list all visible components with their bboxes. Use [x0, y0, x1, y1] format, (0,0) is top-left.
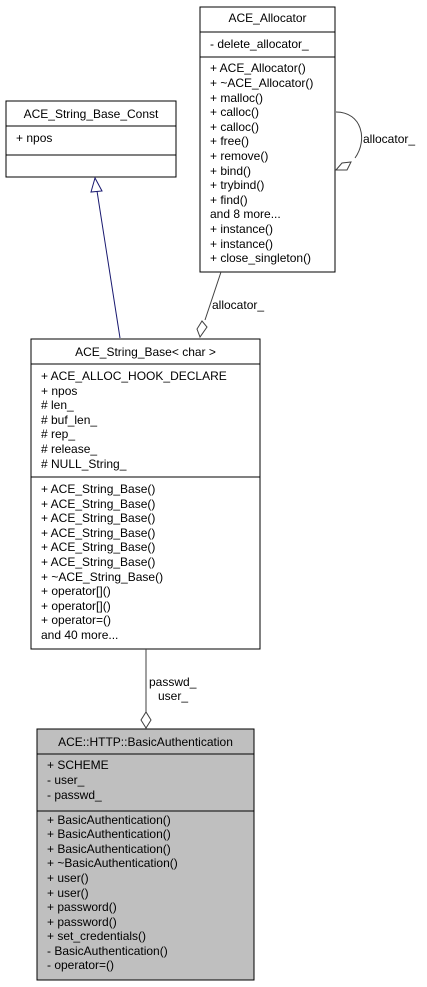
- method: + ACE_String_Base(): [41, 511, 155, 525]
- method: + ACE_Allocator(): [210, 61, 306, 75]
- attribute: # NULL_String_: [41, 457, 127, 471]
- attribute: # len_: [41, 398, 74, 412]
- method: + user(): [47, 871, 89, 885]
- class-title: ACE_Allocator: [228, 11, 306, 25]
- method: + ACE_String_Base(): [41, 526, 155, 540]
- method: + BasicAuthentication(): [47, 813, 171, 827]
- class-box-ace-string-base-const[interactable]: ACE_String_Base_Const + npos: [5, 100, 177, 178]
- method: + ACE_String_Base(): [41, 540, 155, 554]
- method: + free(): [210, 134, 249, 148]
- edge-label: user_: [158, 689, 188, 703]
- method: + set_credentials(): [47, 929, 146, 943]
- attribute: # release_: [41, 442, 97, 456]
- attribute: # rep_: [41, 427, 75, 441]
- method: + malloc(): [210, 91, 263, 105]
- method: + instance(): [210, 222, 273, 236]
- attribute: + SCHEME: [47, 758, 109, 772]
- class-box-ace-string-base[interactable]: ACE_String_Base< char > + ACE_ALLOC_HOOK…: [30, 338, 261, 650]
- method: + operator=(): [41, 613, 111, 627]
- edge-credentials-association: passwd_ user_: [140, 649, 197, 729]
- aggregation-diamond-icon: [196, 320, 208, 339]
- method: + BasicAuthentication(): [47, 842, 171, 856]
- class-title: ACE::HTTP::BasicAuthentication: [58, 735, 233, 749]
- method: + ~BasicAuthentication(): [47, 856, 178, 870]
- attribute: - passwd_: [47, 788, 102, 802]
- method: + operator[](): [41, 584, 111, 598]
- edge-label: allocator_: [212, 298, 264, 312]
- method-more: and 40 more...: [41, 628, 118, 642]
- method: + ACE_String_Base(): [41, 555, 155, 569]
- method: - operator=(): [47, 958, 114, 972]
- attribute: + npos: [41, 384, 77, 398]
- method: + user(): [47, 886, 89, 900]
- method: + BasicAuthentication(): [47, 827, 171, 841]
- method: + calloc(): [210, 120, 259, 134]
- edge-label: passwd_: [149, 675, 197, 689]
- attribute: - user_: [47, 773, 85, 787]
- attribute: + ACE_ALLOC_HOOK_DECLARE: [41, 369, 227, 383]
- method: + ~ACE_Allocator(): [210, 76, 313, 90]
- method: + remove(): [210, 149, 268, 163]
- edge-allocator-self: allocator_: [334, 111, 415, 171]
- method: + close_singleton(): [210, 251, 311, 265]
- edge-allocator-association: allocator_: [196, 271, 264, 339]
- method: + find(): [210, 193, 248, 207]
- method: + trybind(): [210, 178, 264, 192]
- method: + instance(): [210, 237, 273, 251]
- edge-label: allocator_: [363, 132, 415, 146]
- method: + operator[](): [41, 599, 111, 613]
- method: + ~ACE_String_Base(): [41, 570, 163, 584]
- edge-inheritance: [90, 176, 121, 339]
- inheritance-arrow-icon: [90, 176, 103, 193]
- method: + calloc(): [210, 105, 259, 119]
- method: + ACE_String_Base(): [41, 482, 155, 496]
- attribute: + npos: [16, 131, 52, 145]
- aggregation-diamond-icon: [140, 711, 152, 729]
- method: - BasicAuthentication(): [47, 944, 168, 958]
- class-box-ace-allocator[interactable]: ACE_Allocator - delete_allocator_ + ACE_…: [199, 6, 336, 273]
- aggregation-diamond-icon: [334, 161, 352, 171]
- class-box-basic-authentication[interactable]: ACE::HTTP::BasicAuthentication + SCHEME …: [36, 728, 255, 981]
- method-more: and 8 more...: [210, 207, 281, 221]
- class-title: ACE_String_Base_Const: [24, 107, 159, 121]
- method: + password(): [47, 900, 117, 914]
- method: + ACE_String_Base(): [41, 497, 155, 511]
- class-title: ACE_String_Base< char >: [75, 345, 216, 359]
- attribute: # buf_len_: [41, 413, 97, 427]
- method: + password(): [47, 915, 117, 929]
- method: + bind(): [210, 164, 251, 178]
- attribute: - delete_allocator_: [210, 37, 309, 51]
